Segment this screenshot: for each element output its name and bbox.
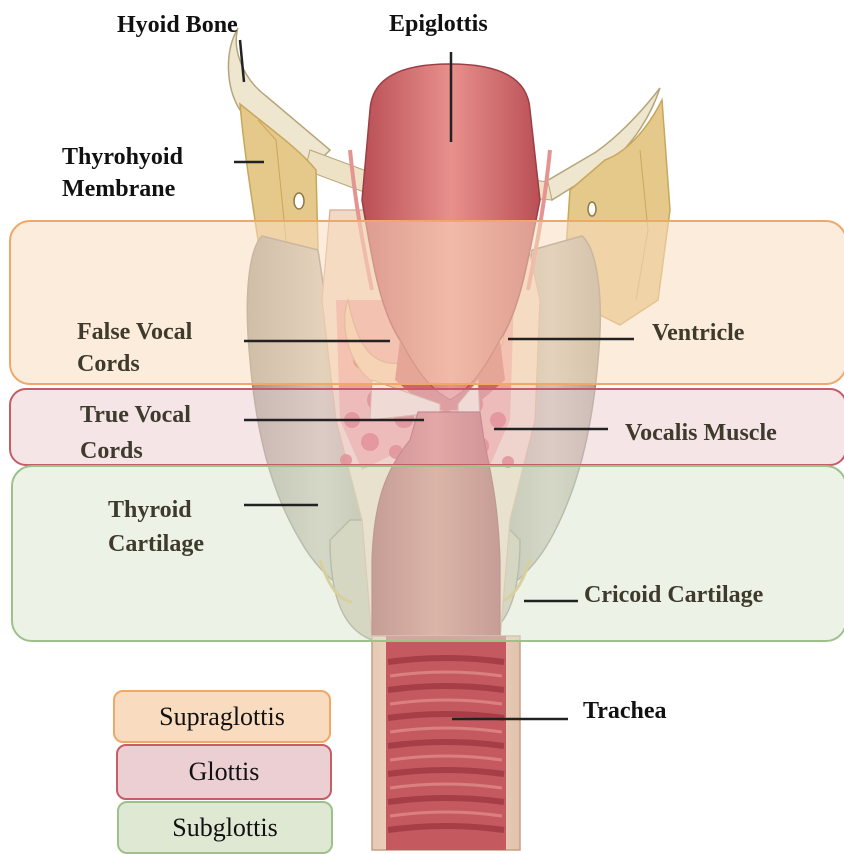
legend-glottis-label: Glottis: [189, 759, 260, 785]
label-thyroid-cartilage: Thyroid Cartilage: [108, 493, 204, 561]
legend-supraglottis-label: Supraglottis: [159, 704, 285, 730]
label-ventricle: Ventricle: [652, 319, 744, 347]
label-epiglottis: Epiglottis: [389, 10, 488, 38]
label-trachea: Trachea: [583, 697, 667, 725]
legend-subglottis: Subglottis: [117, 801, 333, 854]
legend-supraglottis: Supraglottis: [113, 690, 331, 743]
label-hyoid-bone: Hyoid Bone: [117, 11, 238, 39]
legend-glottis: Glottis: [116, 744, 332, 800]
label-cricoid-cartilage: Cricoid Cartilage: [584, 581, 763, 609]
label-thyrohyoid-membrane: Thyrohyoid Membrane: [62, 141, 183, 205]
label-true-vocal-cords: True Vocal Cords: [80, 397, 191, 469]
legend-subglottis-label: Subglottis: [172, 815, 277, 841]
label-false-vocal-cords: False Vocal Cords: [77, 316, 192, 380]
label-vocalis-muscle: Vocalis Muscle: [625, 419, 777, 447]
